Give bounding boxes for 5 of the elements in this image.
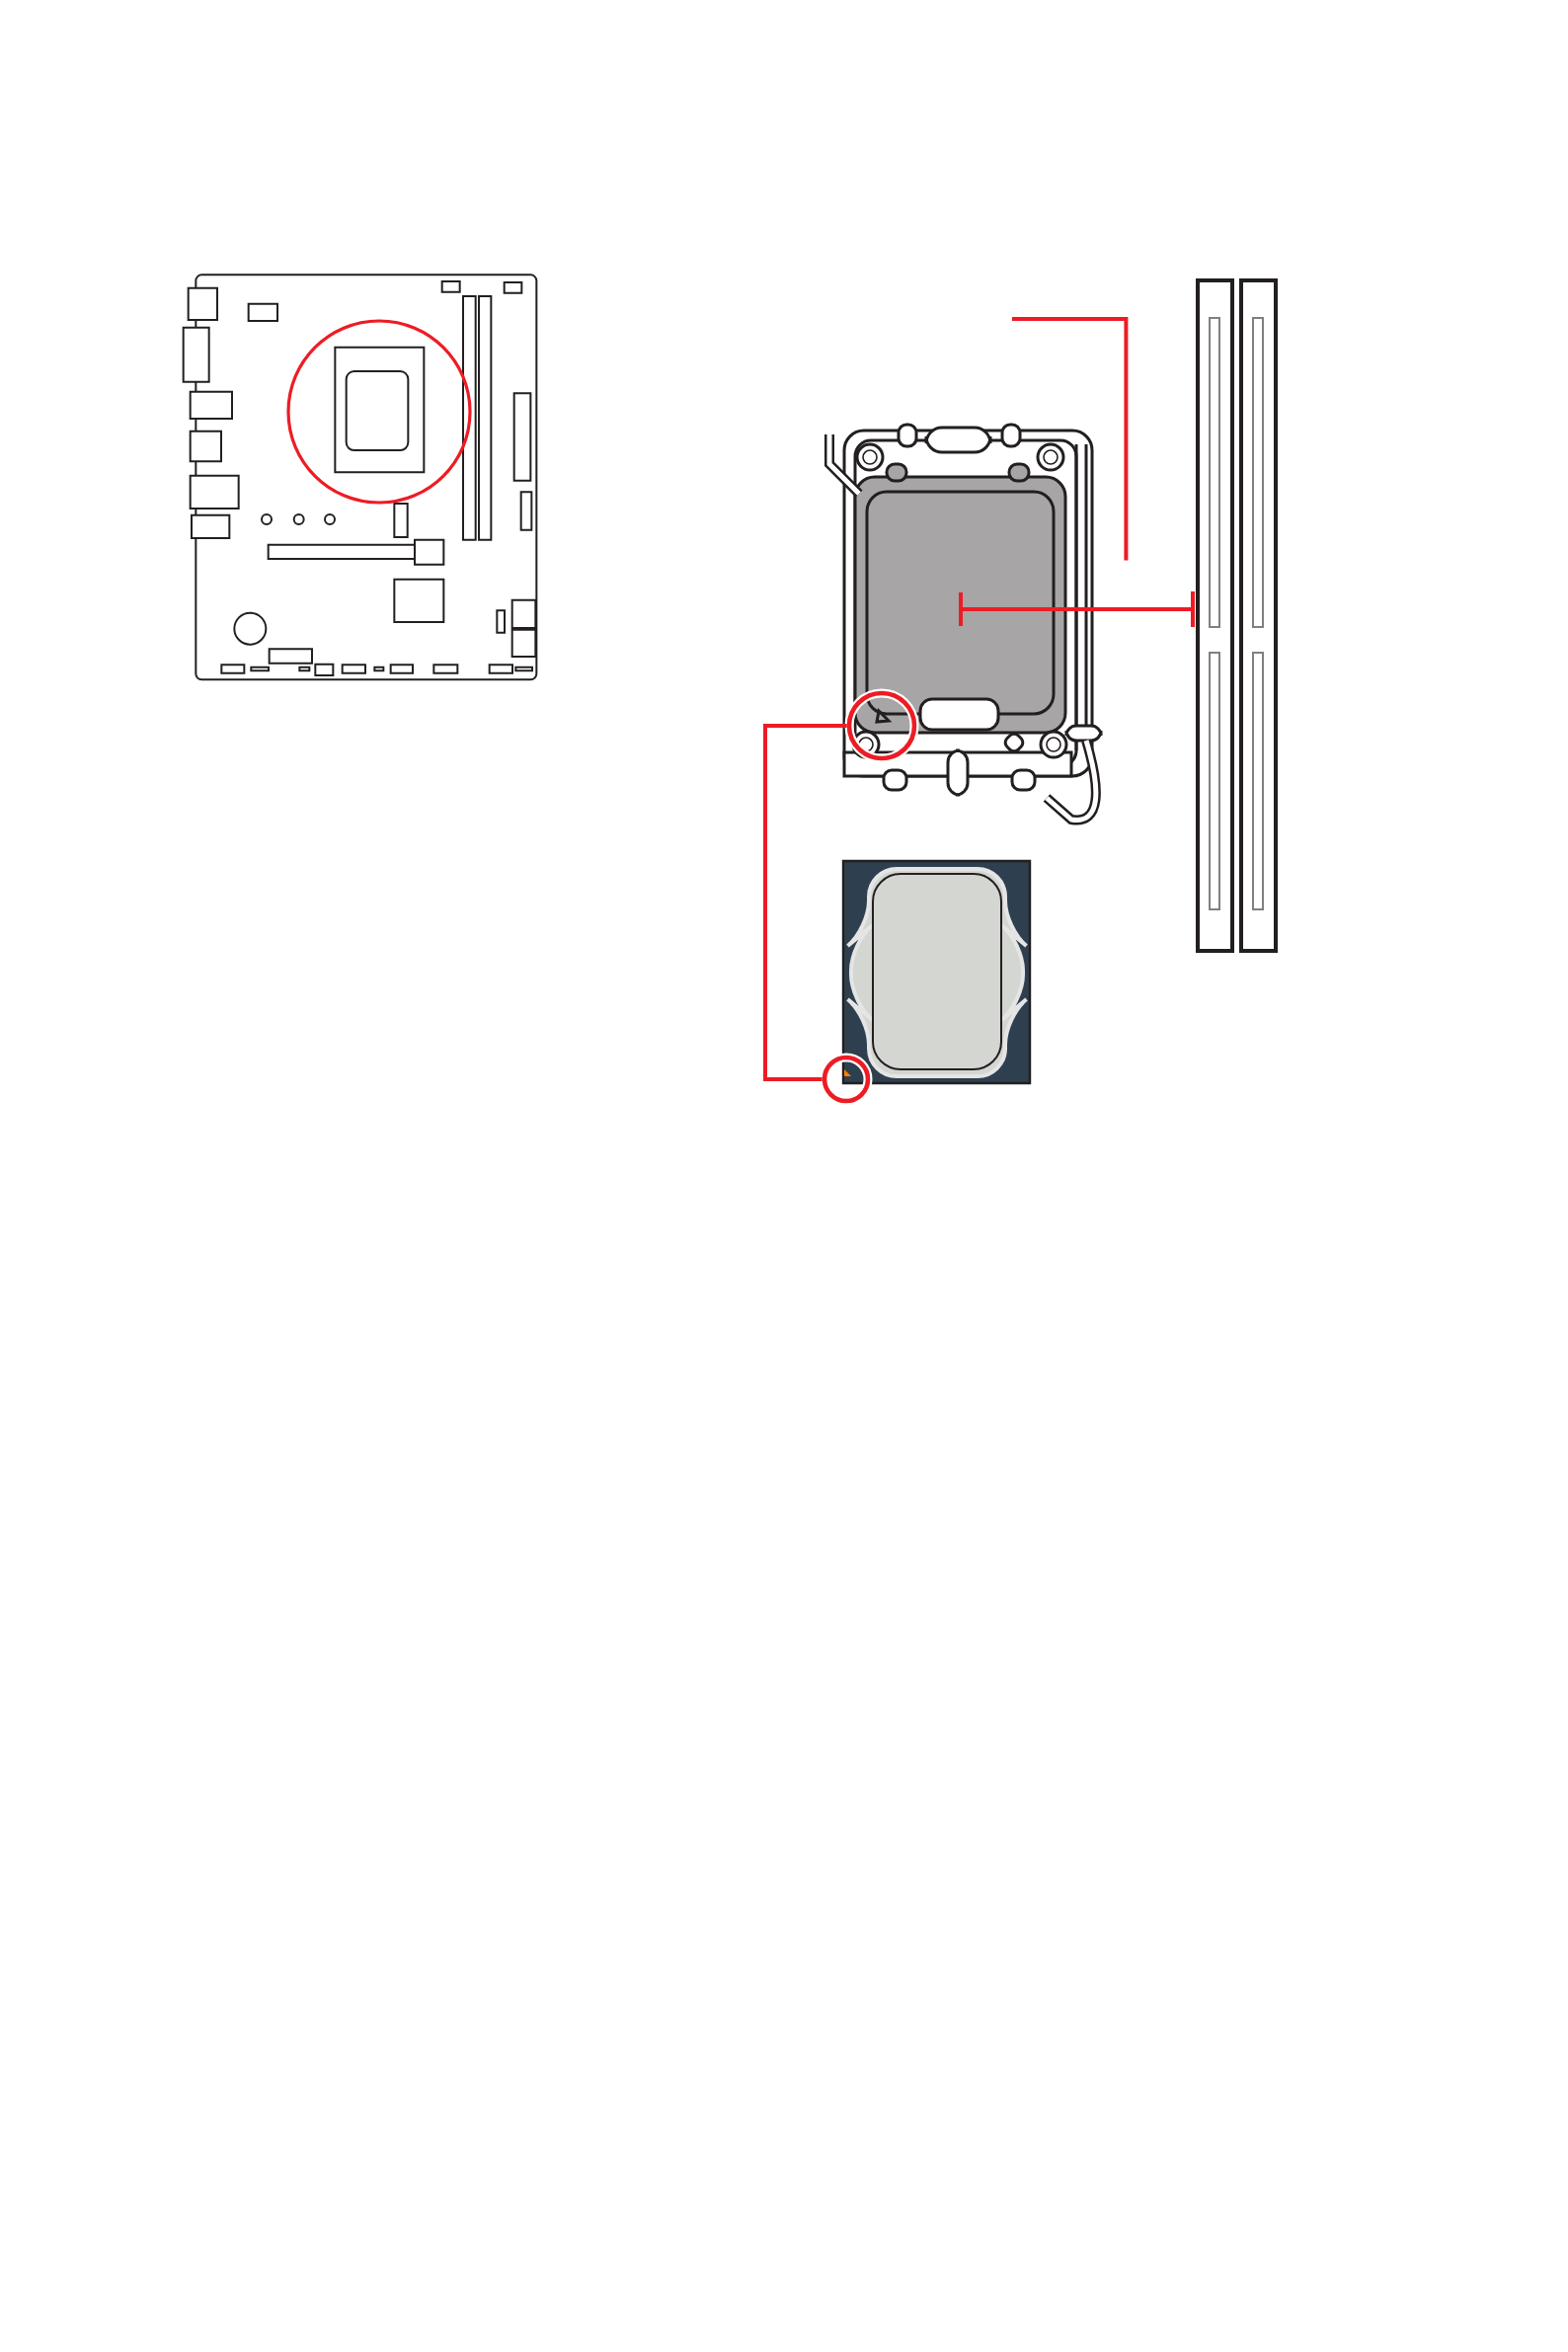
socket-drawing <box>824 423 1103 825</box>
highlight-circle <box>844 688 919 763</box>
leader-line <box>763 724 847 1081</box>
highlight-circle <box>820 1053 873 1106</box>
leader-line <box>1012 317 1129 561</box>
